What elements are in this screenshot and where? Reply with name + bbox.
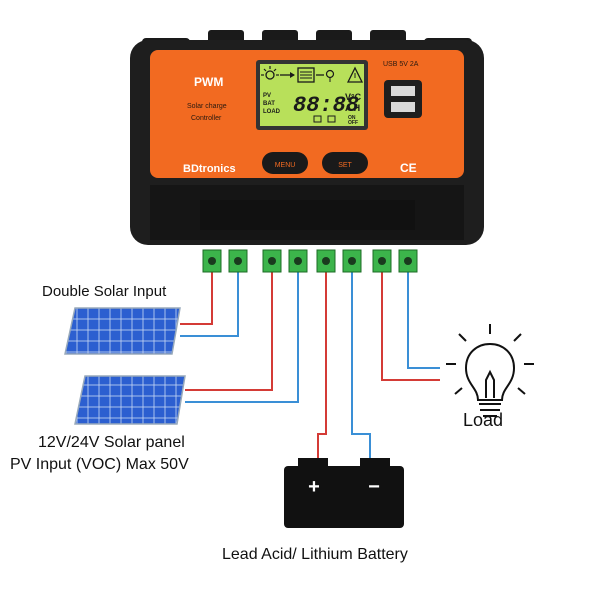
- lcd-pv-label: PV: [263, 93, 271, 99]
- terminal-pv1-negative: [228, 249, 248, 273]
- wire-battery-positive: [317, 268, 327, 460]
- lcd-load-label: LOAD: [263, 109, 281, 115]
- battery-icon: + −: [284, 458, 404, 528]
- terminal-pv2-positive: [262, 249, 282, 273]
- warning-icon: [346, 66, 364, 83]
- lcd-unit-ah: A H: [345, 103, 360, 113]
- wire-load-positive: [381, 268, 440, 381]
- battery-bars-icon: [297, 67, 315, 83]
- load-label: Load: [463, 410, 504, 430]
- wire-pv1-negative: [180, 268, 239, 337]
- lcd-bat-label: BAT: [263, 101, 275, 107]
- battery-plus-sign: +: [308, 476, 320, 498]
- solar-panel-spec-line2: PV Input (VOC) Max 50V: [10, 456, 189, 473]
- terminal-pv1-positive: [202, 249, 222, 273]
- solar-panel-2: [74, 375, 186, 425]
- product-name-line1: Solar charge: [187, 103, 227, 110]
- pwm-label: PWM: [194, 75, 223, 89]
- solar-panel-1: [64, 307, 181, 355]
- lcd-digits: 88:88: [293, 93, 359, 118]
- terminal-load-negative: [398, 249, 418, 273]
- lcd-on: ON: [348, 115, 356, 121]
- battery-label: Lead Acid/ Lithium Battery: [222, 546, 408, 563]
- lcd-screen: [260, 64, 364, 126]
- brand-logo: BDtronics: [183, 163, 236, 175]
- wire-load-negative: [407, 268, 440, 369]
- wire-battery-negative: [351, 268, 371, 460]
- bulb-icon: [446, 324, 534, 417]
- wire-pv2-negative: [185, 268, 299, 403]
- set-button[interactable]: SET: [322, 152, 368, 174]
- battery-minus-sign: −: [368, 476, 380, 498]
- bulb-small-icon: [325, 69, 335, 82]
- terminal-load-positive: [372, 249, 392, 273]
- solar-panel-spec-line1: 12V/24V Solar panel: [38, 434, 185, 451]
- menu-button-label: MENU: [275, 162, 296, 169]
- double-solar-label: Double Solar Input: [42, 283, 167, 300]
- terminal-pv2-negative: [288, 249, 308, 273]
- usb-label: USB 5V 2A: [383, 61, 419, 68]
- charge-controller: PV BAT LOAD 88:88 V°C A H ON OFF PWM Sol…: [130, 30, 484, 245]
- product-name-line2: Controller: [191, 115, 222, 122]
- lcd-unit-v: V°C: [345, 92, 362, 102]
- wire-pv1-positive: [180, 268, 213, 325]
- lcd-off: OFF: [348, 120, 358, 126]
- usb-port[interactable]: [384, 80, 422, 118]
- wire-pv2-positive: [185, 268, 273, 391]
- terminal-battery-positive: [316, 249, 336, 273]
- set-button-label: SET: [338, 162, 352, 169]
- lcd-small-icons: [313, 115, 336, 123]
- terminal-battery-negative: [342, 249, 362, 273]
- wires: [180, 268, 440, 460]
- menu-button[interactable]: MENU: [262, 152, 308, 174]
- terminal-block: [202, 249, 418, 273]
- sun-icon: [261, 66, 279, 80]
- ce-mark: CE: [400, 161, 417, 175]
